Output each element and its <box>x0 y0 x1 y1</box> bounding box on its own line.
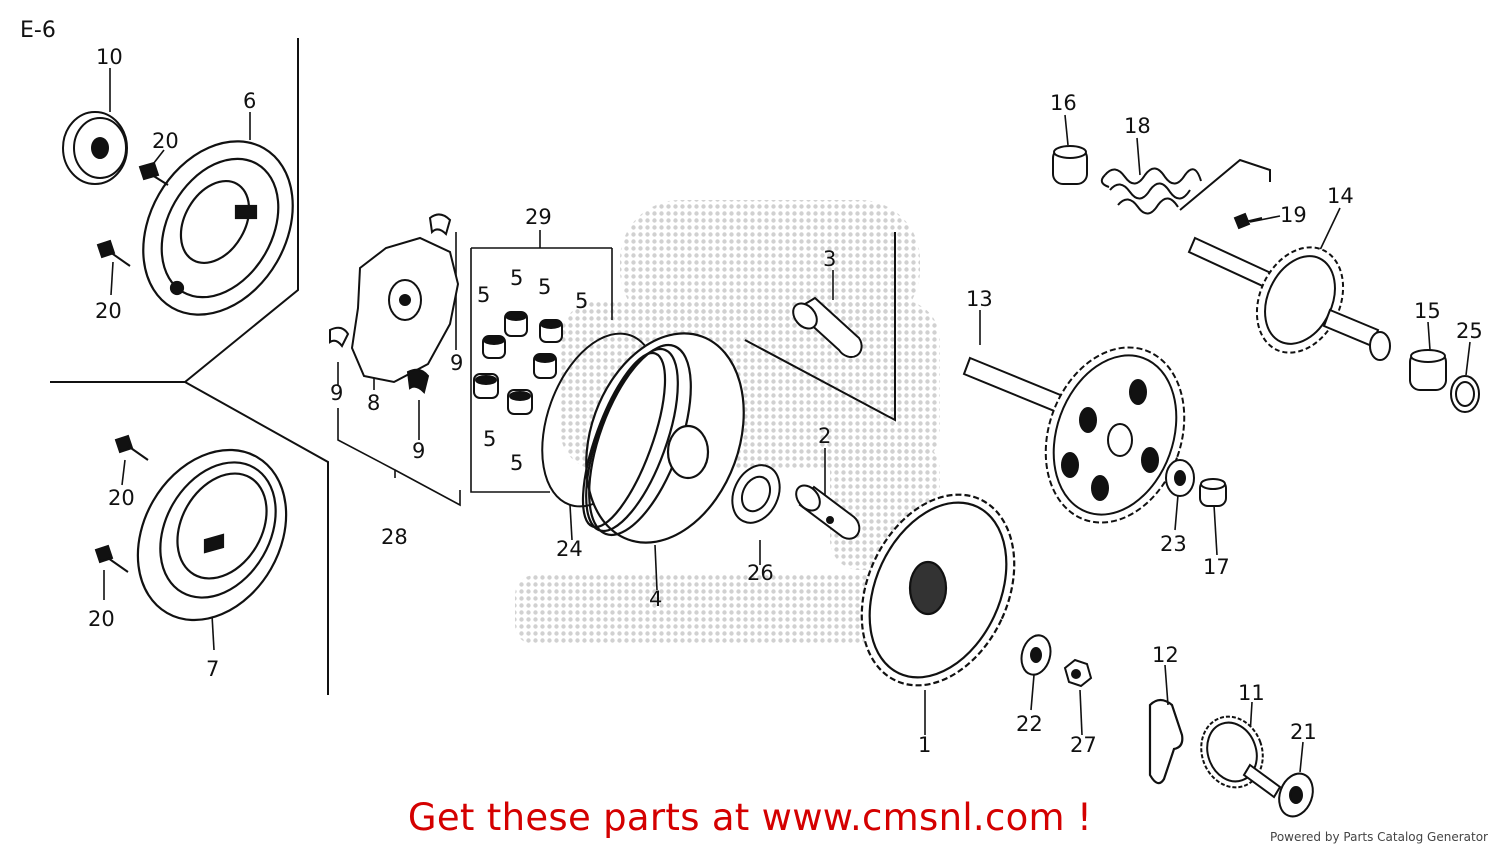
label-25[interactable]: 25 <box>1456 319 1483 343</box>
label-20[interactable]: 20 <box>95 299 122 323</box>
label-20[interactable]: 20 <box>108 486 135 510</box>
part-3-collar[interactable] <box>788 296 863 359</box>
label-26[interactable]: 26 <box>747 561 774 585</box>
label-22[interactable]: 22 <box>1016 712 1043 736</box>
part-6-cover[interactable] <box>113 114 323 341</box>
label-19[interactable]: 19 <box>1280 203 1307 227</box>
part-2-collar[interactable] <box>791 481 861 540</box>
label-10[interactable]: 10 <box>96 45 123 69</box>
bolt-20a-icon <box>138 161 169 186</box>
part-12-clip[interactable] <box>1148 698 1184 785</box>
label-17[interactable]: 17 <box>1203 555 1230 579</box>
label-28[interactable]: 28 <box>381 525 408 549</box>
part-8-plate[interactable] <box>350 236 460 384</box>
label-9[interactable]: 9 <box>450 351 463 375</box>
part-16-bushing[interactable] <box>1052 145 1088 185</box>
label-18[interactable]: 18 <box>1124 114 1151 138</box>
roller-icon <box>533 353 557 379</box>
part-23-washer[interactable] <box>1165 459 1195 497</box>
part-22-washer[interactable] <box>1017 632 1054 678</box>
part-18-spring[interactable] <box>1100 158 1271 215</box>
label-4[interactable]: 4 <box>649 587 662 611</box>
powered-by-text: Powered by Parts Catalog Generator <box>1270 830 1488 844</box>
label-16[interactable]: 16 <box>1050 91 1077 115</box>
label-7[interactable]: 7 <box>206 657 219 681</box>
label-20[interactable]: 20 <box>152 129 179 153</box>
roller-icon <box>539 319 563 343</box>
label-20[interactable]: 20 <box>88 607 115 631</box>
label-5[interactable]: 5 <box>538 275 551 299</box>
label-27[interactable]: 27 <box>1070 733 1097 757</box>
label-9[interactable]: 9 <box>412 439 425 463</box>
roller-icon <box>504 311 528 337</box>
label-5[interactable]: 5 <box>477 283 490 307</box>
bolt-20d-icon <box>94 544 129 573</box>
part-5-rollers[interactable] <box>473 311 563 415</box>
section-dividers <box>50 38 896 695</box>
part-7-cover[interactable] <box>108 423 316 647</box>
label-12[interactable]: 12 <box>1152 643 1179 667</box>
part-4-drive-face[interactable] <box>559 311 772 565</box>
part-25-circlip[interactable] <box>1450 375 1480 413</box>
label-5[interactable]: 5 <box>510 266 523 290</box>
part-number-labels: 10 6 20 20 29 5 5 5 5 5 5 9 9 9 8 28 20 … <box>88 45 1483 757</box>
part-9-clips[interactable] <box>329 213 452 394</box>
bolt-19-icon <box>1233 212 1263 230</box>
part-11-starter-pinion[interactable] <box>1191 708 1282 799</box>
label-15[interactable]: 15 <box>1414 299 1441 323</box>
part-15-bushing[interactable] <box>1409 349 1447 391</box>
label-2[interactable]: 2 <box>818 424 831 448</box>
label-8[interactable]: 8 <box>367 391 380 415</box>
roller-icon <box>473 373 499 399</box>
bolt-20b-icon <box>96 239 131 267</box>
label-5[interactable]: 5 <box>483 427 496 451</box>
roller-icon <box>507 389 533 415</box>
label-6[interactable]: 6 <box>243 89 256 113</box>
part-17-bushing[interactable] <box>1199 478 1227 507</box>
label-9[interactable]: 9 <box>330 381 343 405</box>
part-10-damper[interactable] <box>62 111 128 185</box>
label-13[interactable]: 13 <box>966 287 993 311</box>
label-21[interactable]: 21 <box>1290 720 1317 744</box>
part-26-oil-seal[interactable] <box>723 458 788 531</box>
label-29[interactable]: 29 <box>525 205 552 229</box>
bolt-20c-icon <box>114 434 149 461</box>
label-24[interactable]: 24 <box>556 537 583 561</box>
part-14-kick-spindle[interactable] <box>1187 233 1391 367</box>
label-3[interactable]: 3 <box>823 247 836 271</box>
label-5[interactable]: 5 <box>575 289 588 313</box>
roller-icon <box>482 335 506 359</box>
part-21-washer[interactable] <box>1273 769 1318 821</box>
cta-link[interactable]: Get these parts at www.cmsnl.com ! <box>407 796 1093 839</box>
page-id: E-6 <box>20 18 56 43</box>
part-13-gear-shaft[interactable] <box>962 328 1208 542</box>
bolt-icons[interactable] <box>94 161 1263 573</box>
label-1[interactable]: 1 <box>918 733 931 757</box>
label-23[interactable]: 23 <box>1160 532 1187 556</box>
leader-lines <box>103 68 1471 773</box>
label-5[interactable]: 5 <box>510 451 523 475</box>
part-27-nut[interactable] <box>1063 658 1093 688</box>
label-11[interactable]: 11 <box>1238 681 1265 705</box>
label-14[interactable]: 14 <box>1327 184 1354 208</box>
part-1-gear[interactable] <box>832 470 1043 710</box>
